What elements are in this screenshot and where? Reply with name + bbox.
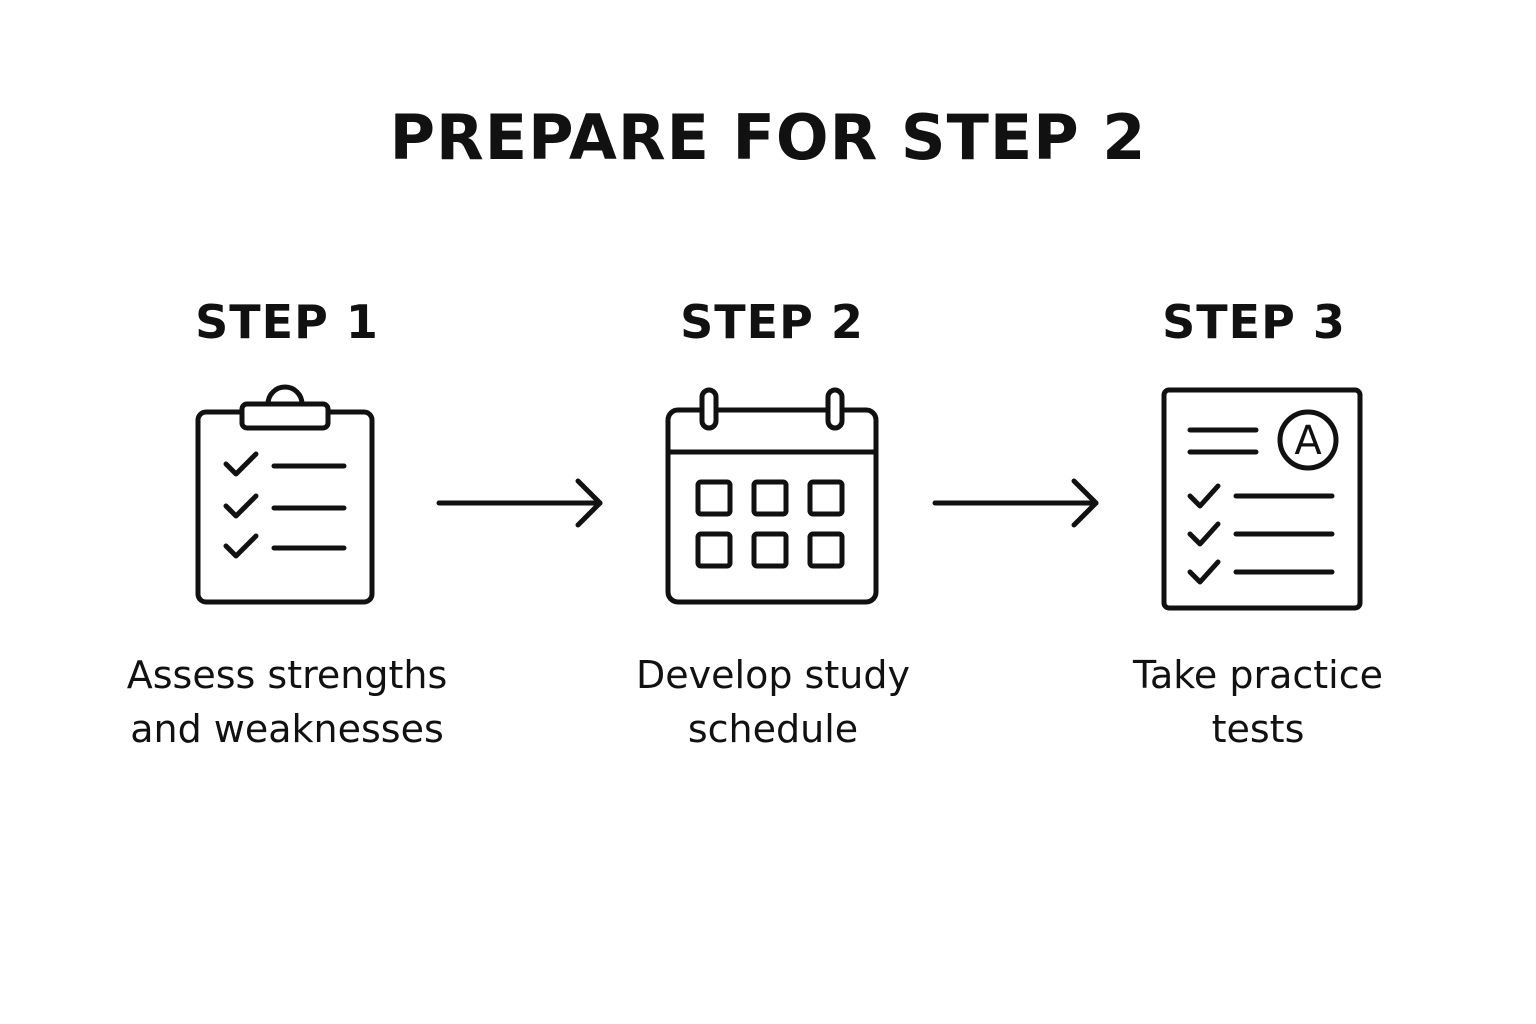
step-3-heading: STEP 3	[1162, 295, 1346, 349]
step-2-description-line-1: Develop study	[636, 653, 910, 697]
step-1-description-line-1: Assess strengths	[126, 653, 448, 697]
arrow-right-icon	[436, 478, 608, 528]
graded-test-icon: A	[1160, 386, 1364, 612]
grade-letter: A	[1294, 418, 1322, 464]
step-1-heading: STEP 1	[195, 295, 379, 349]
step-3-description-line-1: Take practice	[1133, 653, 1383, 697]
step-3-description-line-2: tests	[1211, 707, 1305, 751]
clipboard-checklist-icon	[190, 382, 380, 608]
page-title: PREPARE FOR STEP 2	[389, 101, 1147, 174]
step-1-description: Assess strengths and weaknesses	[77, 648, 497, 756]
calendar-icon	[664, 386, 880, 608]
step-2-heading: STEP 2	[680, 295, 864, 349]
step-2-description: Develop study schedule	[563, 648, 983, 756]
step-3-description: Take practice tests	[1048, 648, 1468, 756]
step-1-description-line-2: and weaknesses	[130, 707, 444, 751]
arrow-right-icon	[932, 478, 1104, 528]
step-2-description-line-2: schedule	[687, 707, 859, 751]
